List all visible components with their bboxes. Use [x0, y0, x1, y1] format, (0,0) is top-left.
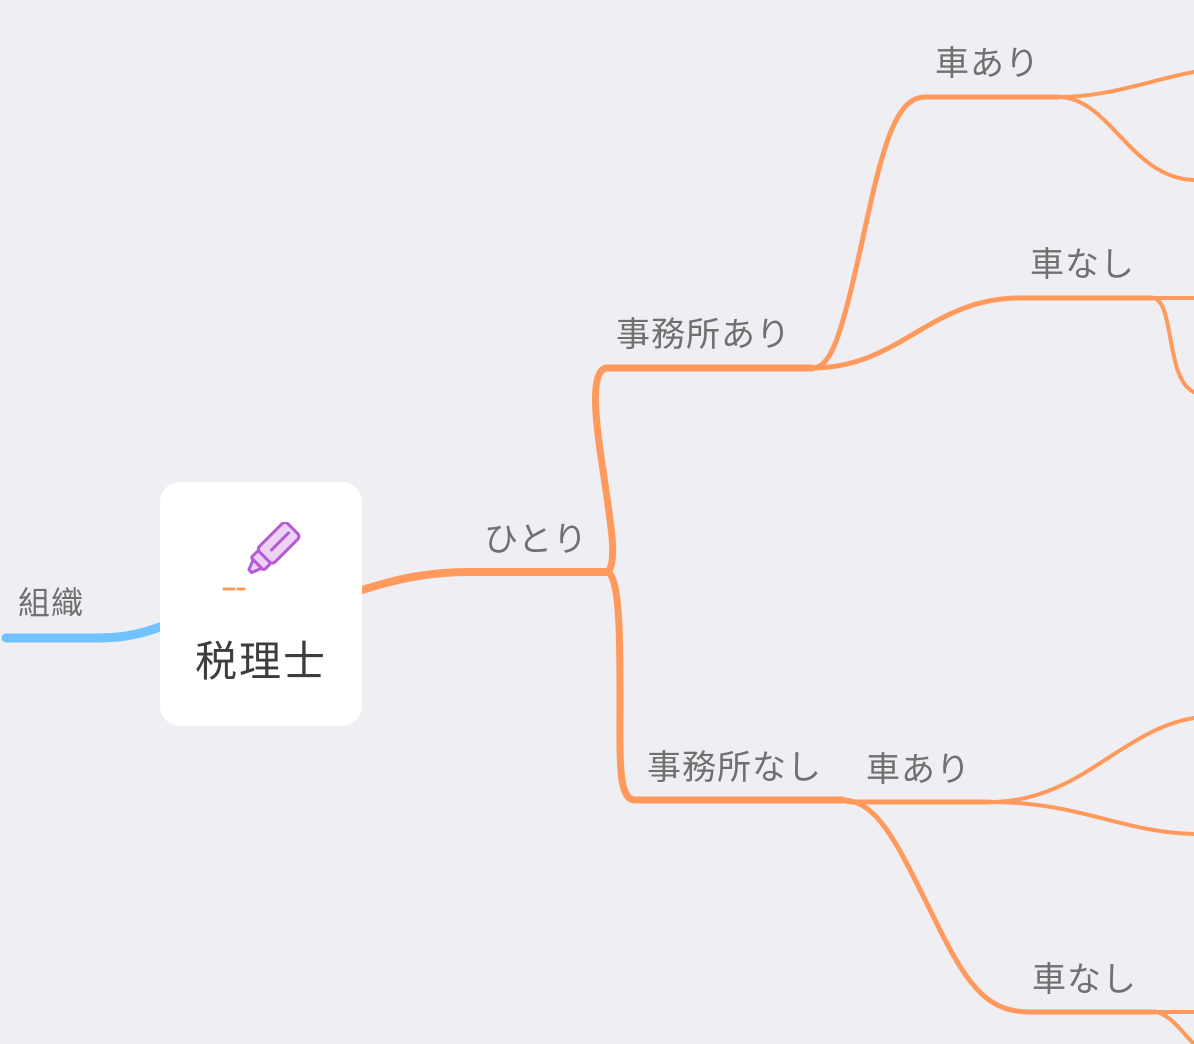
connector-kuruma-ari-2-child-a [988, 716, 1194, 804]
connector-jimusho-nashi-kuruma-ari [839, 797, 993, 805]
highlighter-icon [222, 522, 301, 591]
connector-hitori-jimusho-nashi [604, 568, 846, 804]
connector-jimusho-nashi-kuruma-nashi [839, 797, 1158, 1015]
root-topic-card[interactable]: 税理士 [160, 482, 362, 726]
connector-kuruma-ari-2-child-b [988, 800, 1194, 836]
node-kuruma-nashi-1[interactable]: 車なし [1030, 245, 1135, 285]
node-kuruma-ari-2[interactable]: 車あり [866, 750, 971, 790]
connector-root-soshiki [1, 622, 165, 643]
node-hitori[interactable]: ひとり [484, 520, 588, 560]
connector-hitori-jimusho-ari [592, 364, 816, 576]
connector-root-hitori [358, 568, 612, 594]
node-soshiki[interactable]: 組織 [18, 584, 85, 622]
node-jimusho-nashi[interactable]: 事務所なし [647, 748, 822, 788]
connector-jimusho-ari-kuruma-ari [809, 94, 1061, 371]
connector-kuruma-ari-1-child-b [1056, 95, 1194, 182]
connector-kuruma-nashi-1-child-b [1150, 296, 1194, 394]
root-topic-title: 税理士 [194, 637, 327, 686]
connector-jimusho-ari-kuruma-nashi [809, 295, 1155, 371]
connector-kuruma-ari-1-child-a [1056, 70, 1194, 99]
connector-kuruma-nashi-2-child-b [1153, 1010, 1194, 1044]
node-jimusho-ari[interactable]: 事務所あり [616, 315, 791, 355]
node-kuruma-nashi-2[interactable]: 車なし [1032, 960, 1137, 1000]
node-kuruma-ari-1[interactable]: 車あり [935, 44, 1040, 84]
